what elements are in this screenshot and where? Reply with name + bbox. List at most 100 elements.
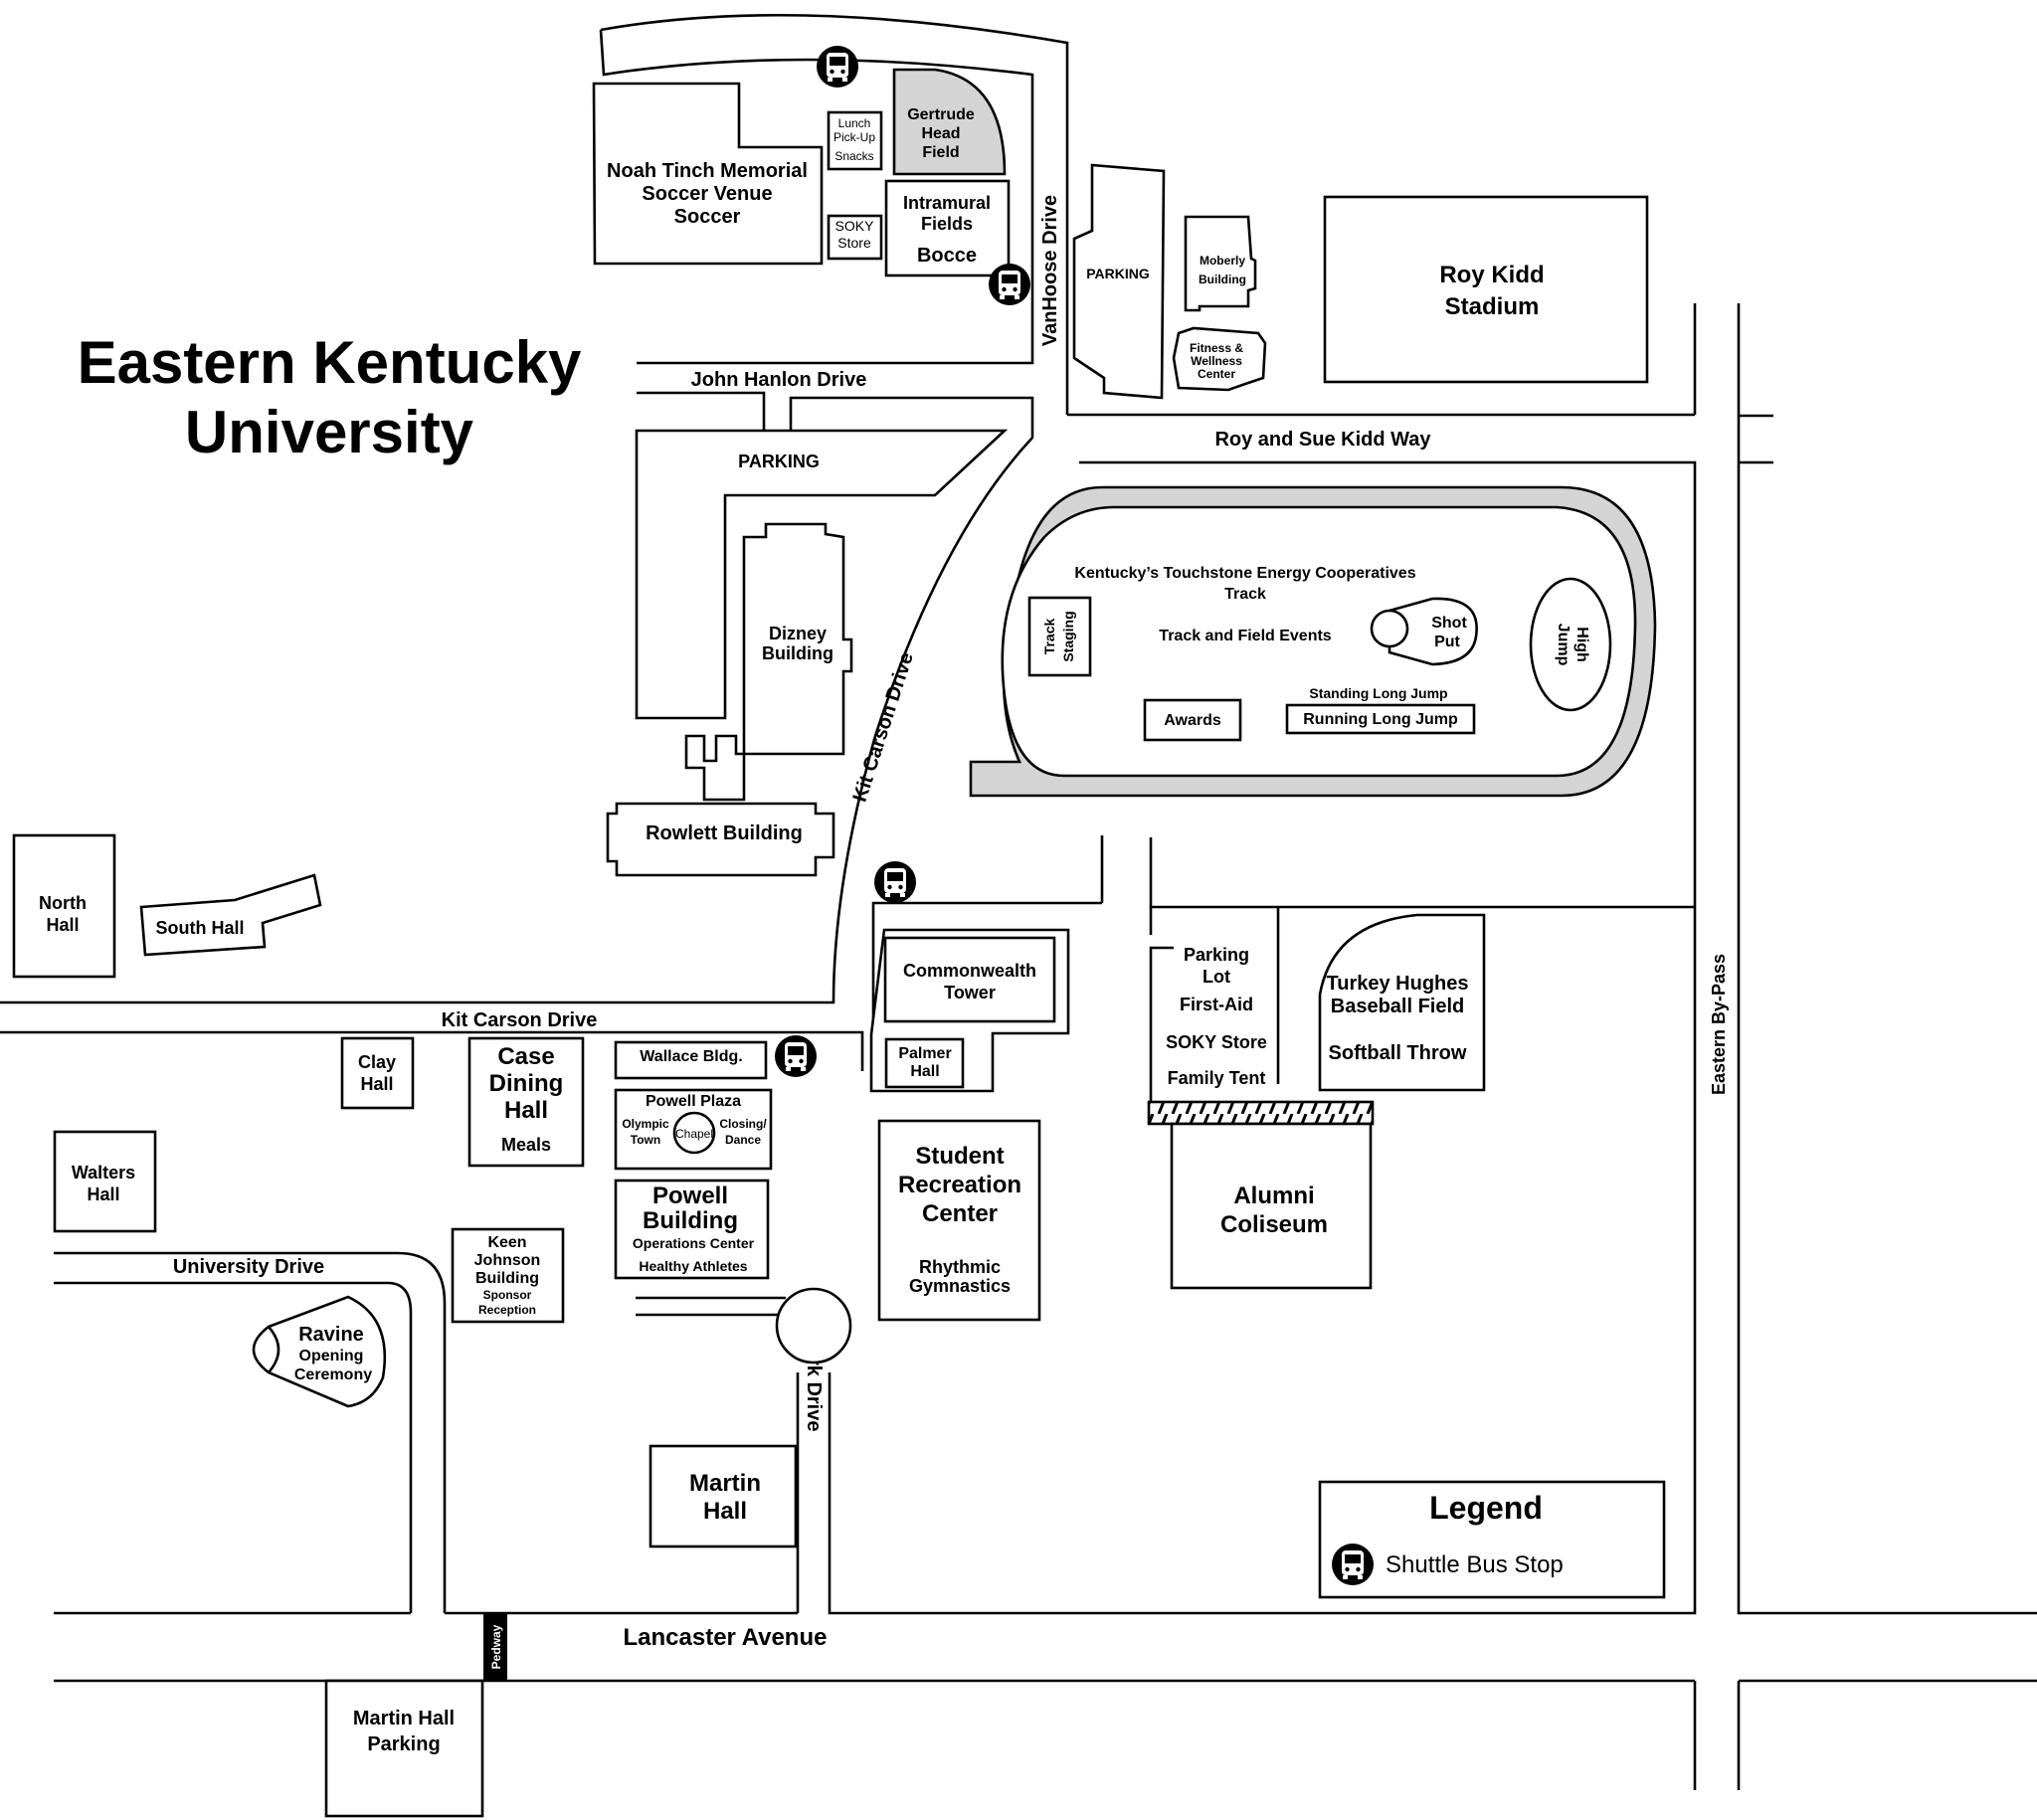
svg-text:Opening: Opening <box>299 1348 364 1365</box>
roy-kidd-stadium[interactable]: Roy Kidd Stadium <box>1323 195 1649 384</box>
svg-text:Hall: Hall <box>46 915 79 935</box>
touchstone-energy-track[interactable]: Kentucky’s Touchstone Energy Cooperative… <box>969 485 1657 798</box>
powell-plaza[interactable]: Powell Plaza Chapel Olympic Town Closing… <box>614 1088 773 1171</box>
svg-text:Building: Building <box>475 1270 539 1287</box>
svg-text:Commonwealth: Commonwealth <box>903 961 1036 981</box>
parking-lot-services[interactable]: Parking Lot First-Aid SOKY Store Family … <box>1166 945 1267 1088</box>
svg-text:Awards: Awards <box>1164 712 1221 729</box>
map-title-line2: University <box>185 399 474 465</box>
vanhoose-parking[interactable]: PARKING <box>1072 163 1166 400</box>
svg-text:Lot: Lot <box>1203 967 1230 987</box>
svg-text:Hall: Hall <box>87 1184 119 1204</box>
svg-text:Center: Center <box>922 1200 998 1227</box>
svg-text:Gymnastics: Gymnastics <box>909 1276 1011 1296</box>
palmer-hall[interactable]: Palmer Hall <box>884 1037 965 1089</box>
track-staging[interactable]: Track Staging <box>1027 596 1092 677</box>
svg-text:Powell Plaza: Powell Plaza <box>646 1093 741 1110</box>
svg-text:Keen: Keen <box>487 1234 526 1251</box>
svg-text:Track and Field Events: Track and Field Events <box>1159 628 1332 644</box>
rowlett-building[interactable]: Rowlett Building <box>606 802 835 877</box>
svg-text:Baseball Field: Baseball Field <box>1331 996 1465 1017</box>
powell-building[interactable]: Powell Building Operations Center Health… <box>614 1179 770 1280</box>
road-label-lancaster: Lancaster Avenue <box>624 1624 828 1651</box>
fitness-wellness-center[interactable]: Fitness & Wellness Center <box>1172 326 1267 392</box>
ravine[interactable]: Ravine Opening Ceremony <box>252 1295 387 1408</box>
svg-text:Running Long Jump: Running Long Jump <box>1303 711 1458 728</box>
shuttle-stop-intramural-bus-icon[interactable] <box>989 264 1030 305</box>
svg-text:Hall: Hall <box>910 1063 939 1080</box>
svg-text:Rowlett Building: Rowlett Building <box>646 822 803 844</box>
svg-text:Parking: Parking <box>1184 945 1249 965</box>
svg-text:Reception: Reception <box>478 1303 536 1317</box>
svg-text:Ceremony: Ceremony <box>294 1366 372 1383</box>
svg-text:Operations Center: Operations Center <box>633 1235 755 1251</box>
lunch-pickup-snacks[interactable]: Lunch Pick-Up Snacks <box>827 110 883 171</box>
student-recreation-center[interactable]: Student Recreation Center Rhythmic Gymna… <box>877 1119 1041 1322</box>
running-long-jump[interactable]: Running Long Jump <box>1285 703 1476 735</box>
alumni-coliseum[interactable]: Alumni Coliseum <box>1170 1122 1373 1290</box>
soky-store-north[interactable]: SOKY Store <box>827 214 883 261</box>
noah-tinch-soccer-venue[interactable]: Noah Tinch Memorial Soccer Venue Soccer <box>592 82 824 266</box>
svg-text:High: High <box>1574 627 1590 662</box>
gertrude-head-field[interactable]: Gertrude Head Field <box>892 68 1007 176</box>
legend-title: Legend <box>1429 1490 1543 1526</box>
svg-text:Pick-Up: Pick-Up <box>833 130 875 144</box>
svg-text:Building: Building <box>643 1207 738 1234</box>
main-parking[interactable]: PARKING <box>635 429 1009 720</box>
martin-hall-parking[interactable]: Martin Hall Parking <box>324 1679 484 1818</box>
svg-text:Meals: Meals <box>501 1135 551 1155</box>
dizney-building[interactable]: Dizney Building <box>684 522 853 802</box>
legend: Legend Shuttle Bus Stop <box>1318 1480 1666 1599</box>
road-label-university: University Drive <box>173 1256 324 1278</box>
svg-text:Ravine: Ravine <box>298 1324 364 1346</box>
road-label-roy-sue-kidd: Roy and Sue Kidd Way <box>1214 429 1431 451</box>
svg-text:Case: Case <box>497 1043 554 1070</box>
svg-text:Gertrude: Gertrude <box>907 106 975 123</box>
svg-text:PARKING: PARKING <box>1086 266 1150 281</box>
svg-text:SOKY: SOKY <box>835 218 875 234</box>
svg-text:Bocce: Bocce <box>917 245 977 267</box>
svg-text:Student: Student <box>915 1143 1004 1170</box>
svg-text:Track: Track <box>1224 586 1266 603</box>
svg-text:Closing/: Closing/ <box>719 1117 767 1131</box>
svg-text:Martin: Martin <box>689 1470 761 1497</box>
svg-text:Noah Tinch Memorial: Noah Tinch Memorial <box>607 160 808 182</box>
turkey-hughes-baseball-field[interactable]: Turkey Hughes Baseball Field Softball Th… <box>1318 913 1486 1092</box>
martin-hall[interactable]: Martin Hall <box>648 1444 798 1548</box>
svg-text:Building: Building <box>1199 273 1246 286</box>
svg-text:Kentucky’s Touchstone Energy C: Kentucky’s Touchstone Energy Cooperative… <box>1074 565 1415 582</box>
wallace-building[interactable]: Wallace Bldg. <box>614 1040 768 1080</box>
svg-text:Johnson: Johnson <box>474 1252 541 1269</box>
svg-text:Store: Store <box>837 235 871 251</box>
south-hall[interactable]: South Hall <box>139 873 322 957</box>
svg-text:PARKING: PARKING <box>738 452 820 471</box>
svg-text:SOKY Store: SOKY Store <box>1166 1032 1267 1052</box>
shuttle-stop-wallace-bus-icon[interactable] <box>775 1035 817 1077</box>
svg-text:Family Tent: Family Tent <box>1168 1068 1266 1088</box>
svg-text:Fitness &: Fitness & <box>1190 341 1243 355</box>
shuttle-stop-kit-carson-bus-icon[interactable] <box>874 861 916 903</box>
intramural-fields[interactable]: Intramural Fields Bocce <box>884 179 1011 277</box>
keen-johnson-building[interactable]: Keen Johnson Building Sponsor Reception <box>451 1227 565 1324</box>
walters-hall[interactable]: Walters Hall <box>53 1130 157 1233</box>
pedway[interactable]: Pedway <box>483 1613 507 1681</box>
svg-text:Tower: Tower <box>944 983 996 1002</box>
svg-text:Recreation: Recreation <box>898 1172 1021 1198</box>
svg-text:Softball Throw: Softball Throw <box>1329 1042 1467 1064</box>
case-dining-hall[interactable]: Case Dining Hall Meals <box>467 1036 585 1168</box>
svg-text:Hall: Hall <box>360 1074 393 1094</box>
svg-text:Put: Put <box>1434 634 1460 650</box>
svg-text:Walters: Walters <box>72 1163 135 1183</box>
road-label-kit-carson-curve: Kit Carson Drive <box>849 649 918 805</box>
clay-hall[interactable]: Clay Hall <box>340 1036 415 1110</box>
north-hall[interactable]: North Hall <box>12 833 116 979</box>
svg-text:Roy Kidd: Roy Kidd <box>1439 262 1544 288</box>
high-jump[interactable]: High Jump <box>1529 577 1612 712</box>
shuttle-stop-north-bus-icon[interactable] <box>817 46 858 88</box>
svg-text:Coliseum: Coliseum <box>1220 1211 1328 1238</box>
awards-area[interactable]: Awards <box>1143 698 1242 742</box>
shot-put[interactable]: Shot Put <box>1370 597 1478 666</box>
moberly-building[interactable]: Moberly Building <box>1184 215 1257 312</box>
svg-text:Center: Center <box>1198 367 1235 381</box>
